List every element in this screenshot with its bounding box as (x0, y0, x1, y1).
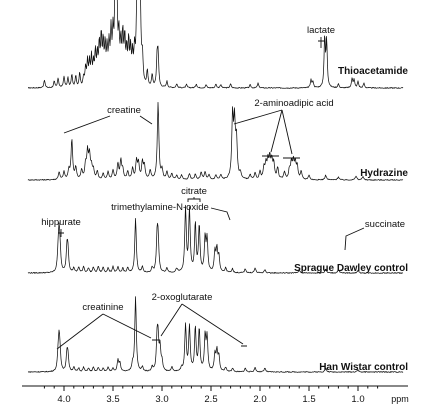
spectrum-sprague-dawley-control (27, 204, 404, 274)
x-tick-label: 4.0 (57, 394, 70, 405)
series-label-sprague-dawley-control: Sprague Dawley control (294, 263, 408, 274)
label-trimethylamine-n-oxide: trimethylamine-N-oxide (111, 202, 209, 213)
label-lactate: lactate (307, 25, 335, 36)
leader-lactate (318, 37, 324, 48)
leader-citrate (187, 197, 201, 202)
series-label-thioacetamide: Thioacetamide (338, 66, 408, 77)
x-tick-label: 2.5 (204, 394, 217, 405)
label-succinate: succinate (365, 219, 405, 230)
series-label-hydrazine: Hydrazine (360, 168, 408, 179)
label-2-aminoadipic-acid: 2-aminoadipic acid (254, 98, 333, 109)
spectrum-hydrazine (27, 101, 404, 181)
leader-creatinine (56, 313, 152, 350)
spectrum-thioacetamide (27, 0, 404, 89)
x-axis-ticks: 4.0 3.5 3.0 2.5 2.0 1.5 1.0 (43, 386, 379, 405)
label-hippurate: hippurate (41, 217, 81, 228)
label-citrate: citrate (181, 186, 207, 197)
leader-2-aminoadipic-acid (233, 109, 300, 159)
series-label-han-wistar-control: Han Wistar control (319, 362, 408, 373)
x-tick-label: 1.5 (302, 394, 315, 405)
leader-trimethylamine-n-oxide (210, 207, 231, 221)
leader-succinate (344, 227, 365, 251)
leader-hippurate (58, 229, 64, 237)
label-2-oxoglutarate: 2-oxoglutarate (152, 292, 213, 303)
label-creatine: creatine (107, 105, 141, 116)
x-axis-unit: ppm (391, 394, 409, 404)
x-tick-label: 1.0 (351, 394, 364, 405)
x-tick-label: 3.0 (155, 394, 168, 405)
x-tick-label: 2.0 (253, 394, 266, 405)
x-tick-label: 3.5 (106, 394, 119, 405)
annotation-leaders (56, 37, 365, 350)
spectrum-han-wistar-control (27, 296, 404, 373)
leader-2-oxoglutarate (152, 303, 247, 347)
leader-creatine (63, 115, 153, 134)
label-creatinine: creatinine (82, 302, 123, 313)
